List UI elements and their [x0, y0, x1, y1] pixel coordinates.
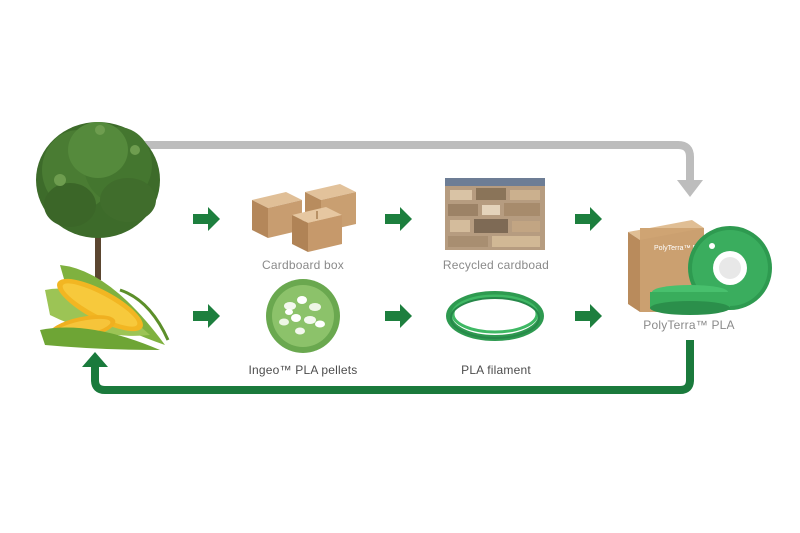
arrow-box-to-recycled — [385, 207, 412, 231]
grey-flow-arrow — [120, 141, 694, 182]
label-cardboard-box: Cardboard box — [262, 258, 344, 272]
filament-coil-icon — [446, 291, 544, 341]
tree-icon — [36, 122, 160, 280]
label-polyterra-product: PolyTerra™ PLA — [643, 318, 735, 332]
box-printed-text: PolyTerra™ PLA — [654, 245, 706, 252]
recycled-cardboard-bales-icon — [445, 178, 545, 250]
arrow-tree-to-box — [193, 207, 220, 231]
corn-icon — [40, 265, 170, 350]
label-recycled-cardboard: Recycled cardboad — [442, 258, 550, 272]
arrow-recycled-to-product — [575, 207, 602, 231]
grey-flow-arrowhead — [677, 180, 703, 197]
arrow-corn-to-pellets — [193, 304, 220, 328]
arrow-filament-to-product — [575, 304, 602, 328]
label-pla-filament: PLA filament — [461, 363, 531, 377]
arrow-pellets-to-filament — [385, 304, 412, 328]
return-flow-arrow — [91, 340, 694, 394]
pla-pellets-icon — [266, 279, 340, 353]
label-ingeo-pellets: Ingeo™ PLA pellets — [248, 363, 358, 377]
polyterra-spool-box-icon: PolyTerra™ PLA — [628, 220, 772, 315]
cardboard-boxes-icon — [252, 184, 356, 252]
return-flow-arrowhead — [82, 352, 108, 367]
